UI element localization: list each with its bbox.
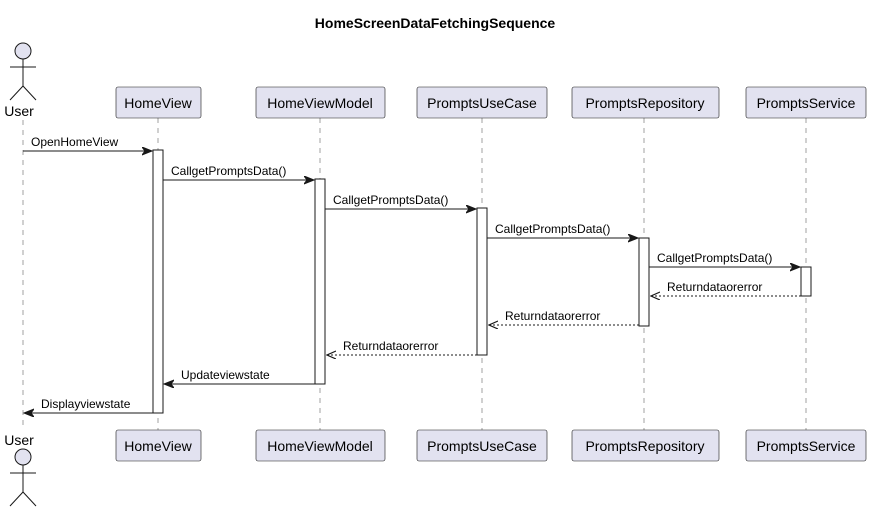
message-return-data-or-error-1: Returndataorerror	[651, 280, 801, 296]
participant-label: HomeView	[124, 438, 192, 454]
participant-homeview-bottom: HomeView	[115, 429, 202, 462]
participant-label: PromptsService	[757, 95, 856, 111]
message-label: CallgetPromptsData()	[333, 193, 448, 207]
participant-homeview-top: HomeView	[115, 86, 202, 119]
messages: OpenHomeView CallgetPromptsData() Callge…	[23, 135, 801, 413]
participant-promptsusecase-top: PromptsUseCase	[416, 86, 548, 119]
participant-label: PromptsRepository	[585, 438, 704, 454]
activation-promptsusecase	[476, 207, 488, 356]
activation-homeviewmodel	[314, 178, 326, 385]
message-label: CallgetPromptsData()	[495, 222, 610, 236]
message-label: OpenHomeView	[31, 135, 118, 149]
participant-promptsservice-bottom: PromptsService	[745, 429, 867, 462]
participant-promptsrepository-top: PromptsRepository	[571, 86, 720, 119]
message-open-home-view: OpenHomeView	[23, 135, 152, 151]
participant-label: PromptsRepository	[585, 95, 704, 111]
message-return-data-or-error-3: Returndataorerror	[327, 339, 477, 355]
participant-label: PromptsUseCase	[427, 438, 537, 454]
participant-homeviewmodel-top: HomeViewModel	[255, 86, 386, 119]
participant-label: HomeView	[124, 95, 192, 111]
participant-homeviewmodel-bottom: HomeViewModel	[255, 429, 386, 462]
message-update-view-state: Updateviewstate	[164, 368, 315, 384]
participant-promptsusecase-bottom: PromptsUseCase	[416, 429, 548, 462]
message-label: Returndataorerror	[505, 309, 600, 323]
activation-homeview	[152, 149, 164, 414]
message-call-get-prompts-data-3: CallgetPromptsData()	[487, 222, 638, 238]
message-return-data-or-error-2: Returndataorerror	[489, 309, 639, 325]
participant-label: PromptsService	[757, 438, 856, 454]
activation-promptsservice	[800, 266, 812, 297]
participant-label: HomeViewModel	[267, 438, 373, 454]
lifelines	[22, 118, 807, 430]
message-label: Returndataorerror	[667, 280, 762, 294]
message-label: Updateviewstate	[181, 368, 270, 382]
participant-label: PromptsUseCase	[427, 95, 537, 111]
message-display-view-state: Displayviewstate	[24, 397, 153, 413]
actor-user-top: User	[4, 42, 37, 119]
message-label: CallgetPromptsData()	[657, 251, 772, 265]
actor-label-top: User	[4, 103, 34, 119]
message-label: CallgetPromptsData()	[171, 164, 286, 178]
activation-bars	[152, 149, 812, 414]
diagram-title: HomeScreenDataFetchingSequence	[315, 15, 556, 31]
participant-promptsrepository-bottom: PromptsRepository	[571, 429, 720, 462]
message-label: Returndataorerror	[343, 339, 438, 353]
actor-label-bottom: User	[4, 432, 34, 448]
message-call-get-prompts-data-1: CallgetPromptsData()	[163, 164, 314, 180]
participant-label: HomeViewModel	[267, 95, 373, 111]
message-label: Displayviewstate	[41, 397, 131, 411]
message-call-get-prompts-data-4: CallgetPromptsData()	[649, 251, 800, 267]
activation-promptsrepository	[638, 237, 650, 327]
participant-promptsservice-top: PromptsService	[745, 86, 867, 119]
actor-user-bottom: User	[4, 432, 37, 507]
message-call-get-prompts-data-2: CallgetPromptsData()	[325, 193, 476, 209]
